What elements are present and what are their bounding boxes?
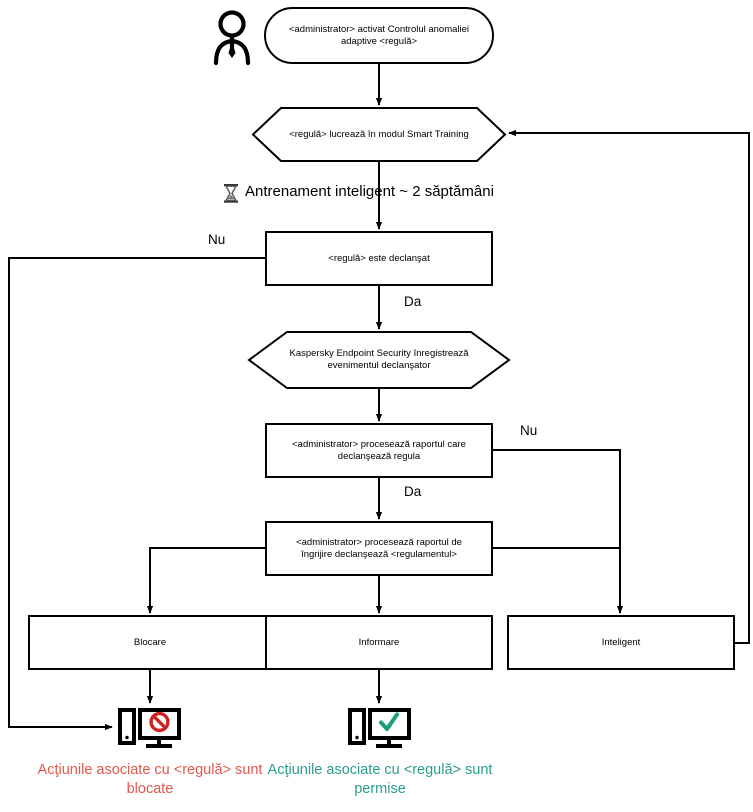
- node-start: [264, 7, 494, 64]
- node-admin-processes-report: [265, 423, 493, 478]
- computer-blocked-icon: [118, 708, 181, 748]
- edge-label-yes-first: Da: [404, 294, 422, 309]
- edge-smart-loop-back-to-training: [508, 129, 750, 644]
- node-inform: [265, 615, 493, 670]
- outcome-allowed-line1: Acţiunile asociate cu <regulă> sunt: [267, 762, 493, 778]
- node-kes-registers: [247, 331, 511, 389]
- outcome-blocked-caption: Acţiunile asociate cu <regulă> sunt bloc…: [8, 761, 292, 799]
- outcome-blocked-line1: Acţiunile asociate cu <regulă> sunt: [37, 762, 263, 778]
- node-admin-processes-care-report: [265, 521, 493, 576]
- edge-no-left-loop: [8, 257, 266, 731]
- node-rule-triggered: [265, 231, 493, 286]
- outcome-allowed-line2: permise: [354, 780, 406, 797]
- administrator-actor-icon: [213, 10, 251, 66]
- hourglass-icon: [224, 184, 238, 203]
- node-smart-training: [251, 107, 507, 162]
- edge-no-right-from-admin-report: [492, 449, 624, 614]
- edge-label-yes-second: Da: [404, 484, 422, 499]
- edge-label-no-left: Nu: [208, 232, 226, 247]
- edge-label-no-right: Nu: [520, 423, 538, 438]
- node-block: [28, 615, 272, 670]
- outcome-blocked-line2: blocate: [126, 780, 174, 797]
- edge-care-report-to-block: [146, 547, 266, 614]
- smart-training-duration-label: Antrenament inteligent ~ 2 săptămâni: [245, 183, 494, 200]
- node-smart: [507, 615, 735, 670]
- outcome-allowed-caption: Acţiunile asociate cu <regulă> sunt perm…: [238, 761, 522, 799]
- computer-allowed-icon: [348, 708, 411, 748]
